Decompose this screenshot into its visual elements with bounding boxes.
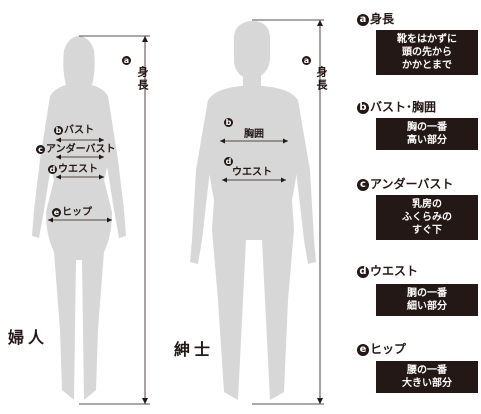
female-waist-text: ウエスト [58,164,98,175]
legend-height-title: 身長 [370,12,395,26]
bust-letter: b [54,125,63,135]
male-waist-marker: d [224,156,234,167]
legend-line: 細い部分 [407,301,447,312]
hip-arrow [48,217,112,223]
legend-bust-title: バスト･胸囲 [370,100,437,114]
legend-box-hip: 腰の一番 大きい部分 [376,361,478,393]
male-waist-text: ウエスト [232,167,272,178]
legend-box-height: 靴をはかずに 頭の先から かかとまで [376,30,478,75]
legend-line: 高い部分 [407,135,447,146]
underbust-arrow [56,154,104,160]
legend-line: 靴をはかずに [397,34,457,45]
legend-line: 胸の一番 [407,122,447,133]
legend-underbust-letter: c [357,178,369,191]
legend-waist-letter: d [357,265,369,278]
legend-box-bust: 胸の一番 高い部分 [376,118,478,150]
hip-text: ヒップ [62,207,92,218]
legend-height-letter: a [357,13,369,26]
female-height-label: 身長 [136,66,149,92]
legend-box-underbust: 乳房の ふくらみの すぐ下 [376,195,478,240]
legend-line: 腰の一番 [407,365,447,376]
waist-arrow [56,174,104,180]
legend-line: ふくらみの [402,212,452,223]
chest-text: 胸囲 [244,129,264,140]
male-height-marker: a [302,55,312,66]
male-gender-label: 紳士 [174,340,215,359]
hip-letter: e [52,207,61,217]
legend-line: 大きい部分 [402,378,452,389]
male-height-letter: a [302,55,311,65]
chest-marker: b [224,117,234,128]
female-height-letter: a [122,55,131,65]
underbust-text: アンダーバスト [46,144,116,155]
female-height-marker: a [122,55,132,66]
legend-line: かかとまで [402,60,452,71]
legend-line: すぐ下 [412,225,442,236]
underbust-letter: c [36,144,45,154]
legend-bust-letter: b [357,101,369,114]
legend-line: 頭の先から [402,47,452,58]
male-height-label: 身長 [315,66,328,92]
legend-underbust-title: アンダーバスト [370,177,454,191]
chest-letter: b [224,117,233,127]
legend-hip-title: ヒップ [370,342,407,356]
female-height-line [79,35,150,405]
legend-line: 乳房の [412,199,442,210]
bust-arrow [56,137,104,143]
legend-hip-letter: e [357,343,369,356]
legend-box-waist: 胴の一番 細い部分 [376,284,478,316]
chest-arrow [220,138,288,144]
male-waist-letter: d [224,156,233,166]
female-waist-letter: d [48,164,57,174]
legend-waist-title: ウエスト [370,264,419,278]
bust-text: バスト [64,125,94,136]
male-waist-arrow [222,177,286,183]
male-height-line [252,19,324,405]
female-silhouette [32,36,126,400]
legend-line: 胴の一番 [407,288,447,299]
female-gender-label: 婦人 [8,328,49,347]
